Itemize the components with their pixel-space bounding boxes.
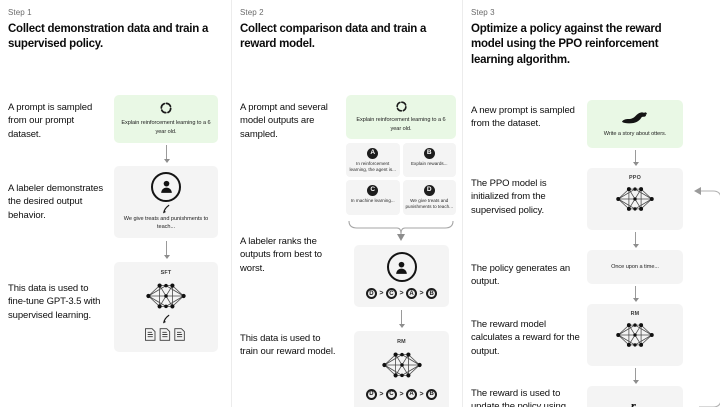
option-text: We give treats and punishments to teach.… xyxy=(405,198,454,210)
rank-sep: > xyxy=(399,290,404,298)
ranking-row: D > C > A > B xyxy=(365,288,438,300)
ppo-model-card[interactable]: PPO xyxy=(587,167,683,230)
output-option-d[interactable]: D We give treats and punishments to teac… xyxy=(402,180,456,215)
output-option-c[interactable]: C In machine learning... xyxy=(346,180,400,215)
neural-net-icon xyxy=(612,183,658,215)
arrow-7 xyxy=(631,367,640,384)
prompt-card[interactable]: Explain reinforcement learning to a 6 ye… xyxy=(346,94,456,139)
caption-sample: A prompt and several model outputs are s… xyxy=(240,101,328,140)
option-badge: D xyxy=(423,185,435,197)
caption-reward: The reward model calculates a reward for… xyxy=(471,318,580,357)
neural-net-icon xyxy=(612,319,658,351)
rank-badge-1: D xyxy=(365,388,377,400)
step-1-title: Collect demonstration data and train a s… xyxy=(8,23,209,51)
rm-tag: RM xyxy=(630,310,640,317)
feedback-loop-arrow xyxy=(683,182,720,407)
prompt-text: Explain reinforcement learning to a 6 ye… xyxy=(356,117,446,132)
sft-card[interactable]: SFT xyxy=(114,261,218,352)
step-3-label: Step 3 xyxy=(471,8,495,17)
caption-ppo-init: The PPO model is initialized from the su… xyxy=(471,177,547,216)
step-3-title: Optimize a policy against the reward mod… xyxy=(471,23,662,66)
reward-model-card[interactable]: RM xyxy=(587,303,683,366)
person-icon xyxy=(151,171,181,202)
arrow-2 xyxy=(162,240,171,259)
caption-new-prompt: A new prompt is sampled from the dataset… xyxy=(471,104,575,130)
rank-sep: > xyxy=(379,390,384,398)
merge-brace-icon xyxy=(346,217,456,243)
rank-badge-1: D xyxy=(365,288,377,300)
output-option-a[interactable]: A In reinforcement learning, the agent i… xyxy=(346,142,400,178)
write-arrow-icon xyxy=(161,314,172,325)
rank-sep: > xyxy=(419,290,424,298)
caption-prompt: A prompt is sampled from our prompt data… xyxy=(8,101,93,140)
write-arrow-icon xyxy=(161,204,172,215)
sft-tag: SFT xyxy=(160,269,172,276)
output-text: Once upon a time... xyxy=(611,263,659,270)
arrow-6 xyxy=(631,285,640,302)
generated-output-card[interactable]: Once upon a time... xyxy=(587,249,683,284)
prompt-text: Write a story about otters. xyxy=(603,130,667,137)
option-text: Explain rewards... xyxy=(410,160,448,166)
step-2-label: Step 2 xyxy=(240,8,264,17)
prompt-text: Explain reinforcement learning to a 6 ye… xyxy=(121,120,211,135)
neural-net-icon xyxy=(378,348,426,382)
step-2-column: Step 2 Collect comparison data and train… xyxy=(231,0,462,407)
caption-rank: A labeler ranks the outputs from best to… xyxy=(240,235,322,274)
output-option-b[interactable]: B Explain rewards... xyxy=(402,142,456,178)
step-1-label: Step 1 xyxy=(8,8,32,17)
step-2-title: Collect comparison data and train a rewa… xyxy=(240,23,427,51)
caption-generate: The policy generates an output. xyxy=(471,262,571,288)
arrow-1 xyxy=(162,144,171,163)
step-3-column: Step 3 Optimize a policy against the rew… xyxy=(462,0,720,407)
labeler-card[interactable]: We give treats and punishments to teach.… xyxy=(114,165,218,238)
arrow-3 xyxy=(397,309,406,328)
arrow-4 xyxy=(631,149,640,166)
step-1-column: Step 1 Collect demonstration data and tr… xyxy=(0,0,231,407)
labeler-ranking-card[interactable]: D > C > A > B xyxy=(354,244,449,307)
arrow-5 xyxy=(631,231,640,248)
option-text: In machine learning... xyxy=(350,198,395,204)
prompt-card[interactable]: Explain reinforcement learning to a 6 ye… xyxy=(114,94,218,143)
rm-tag: RM xyxy=(397,338,406,345)
caption-update: The reward is used to update the policy … xyxy=(471,387,566,407)
prompt-card[interactable]: Write a story about otters. xyxy=(587,99,683,148)
labeler-text: We give treats and punishments to teach.… xyxy=(123,215,209,231)
sampled-outputs-grid: A In reinforcement learning, the agent i… xyxy=(346,142,456,215)
person-icon xyxy=(386,252,417,283)
neural-net-icon xyxy=(142,279,190,313)
documents-icon xyxy=(144,327,188,342)
rank-sep: > xyxy=(419,390,424,398)
option-badge: A xyxy=(367,147,379,159)
rank-badge-4: B xyxy=(426,288,438,300)
ppo-tag: PPO xyxy=(629,174,641,181)
rank-badge-3: A xyxy=(406,288,418,300)
rank-sep: > xyxy=(399,390,404,398)
reward-model-card[interactable]: RM xyxy=(354,330,449,407)
caption-train-rm: This data is used to train our reward mo… xyxy=(240,332,336,358)
reward-value-card[interactable]: rk xyxy=(587,385,683,407)
sampling-loop-icon xyxy=(159,101,173,115)
rank-badge-2: C xyxy=(385,388,397,400)
rank-sep: > xyxy=(379,290,384,298)
rank-badge-4: B xyxy=(426,388,438,400)
rank-badge-3: A xyxy=(406,388,418,400)
otter-icon xyxy=(620,110,650,126)
sampling-loop-icon xyxy=(395,100,408,113)
reward-symbol: rk xyxy=(630,398,636,407)
ranking-row: D > C > A > B xyxy=(365,388,438,400)
caption-finetune: This data is used to fine-tune GPT-3.5 w… xyxy=(8,282,101,321)
rank-badge-2: C xyxy=(385,288,397,300)
option-badge: C xyxy=(367,185,379,197)
option-text: In reinforcement learning, the agent is.… xyxy=(349,160,396,172)
caption-labeler: A labeler demonstrates the desired outpu… xyxy=(8,182,103,221)
option-badge: B xyxy=(423,147,435,159)
